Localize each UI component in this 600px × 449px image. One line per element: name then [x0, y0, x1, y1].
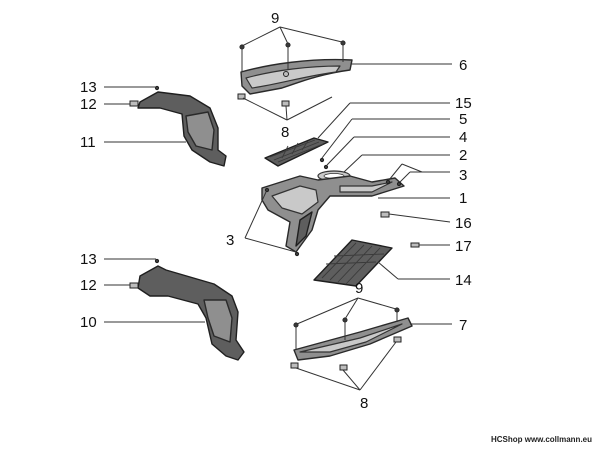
callout-14: 14 [455, 272, 472, 289]
callout-11: 11 [80, 134, 96, 151]
callout-9-bottom: 9 [355, 280, 363, 297]
callout-1: 1 [459, 190, 467, 207]
part-14-lower-grille [313, 239, 393, 287]
callout-numbers: 9 6 8 15 5 4 2 3 1 16 17 14 3 9 7 8 13 1… [80, 10, 472, 412]
callout-4: 4 [459, 129, 467, 146]
callout-6: 6 [459, 57, 467, 74]
callout-16: 16 [455, 215, 472, 232]
callout-9-top: 9 [271, 10, 279, 27]
callout-13-lower: 13 [80, 251, 97, 268]
part-11-side-panel-upper [137, 91, 227, 167]
part-16-clip [380, 211, 390, 218]
part-6-top-cover [240, 58, 353, 95]
part-5-screw [319, 157, 325, 163]
callout-17: 17 [455, 238, 472, 255]
callout-12-upper: 12 [80, 96, 97, 113]
part-9-screws-bottom [293, 307, 400, 350]
part-10-side-panel-lower [137, 265, 245, 361]
part-4-screw [323, 164, 329, 170]
leader-lines [104, 26, 452, 391]
part-7-lower-cover [293, 317, 413, 361]
callout-7: 7 [459, 317, 467, 334]
part-3-screws [264, 179, 402, 257]
callout-10: 10 [80, 314, 97, 331]
callout-3-left: 3 [226, 232, 234, 249]
part-8-clips-top [237, 93, 290, 107]
part-1-leg-shield [261, 175, 405, 253]
callout-15: 15 [455, 95, 472, 112]
callout-12-lower: 12 [80, 277, 97, 294]
callout-5: 5 [459, 111, 467, 128]
callout-8-bottom: 8 [360, 395, 368, 412]
callout-3-right: 3 [459, 167, 467, 184]
part-8-clips-bottom [290, 336, 402, 371]
callout-2: 2 [459, 147, 467, 164]
part-9-screws-top [239, 40, 346, 72]
watermark-text: HCShop www.collmann.eu [490, 435, 592, 444]
callout-8-top: 8 [281, 124, 289, 141]
part-15-upper-grille [264, 137, 329, 167]
callout-13-upper: 13 [80, 79, 97, 96]
part-17-screw [410, 242, 420, 248]
